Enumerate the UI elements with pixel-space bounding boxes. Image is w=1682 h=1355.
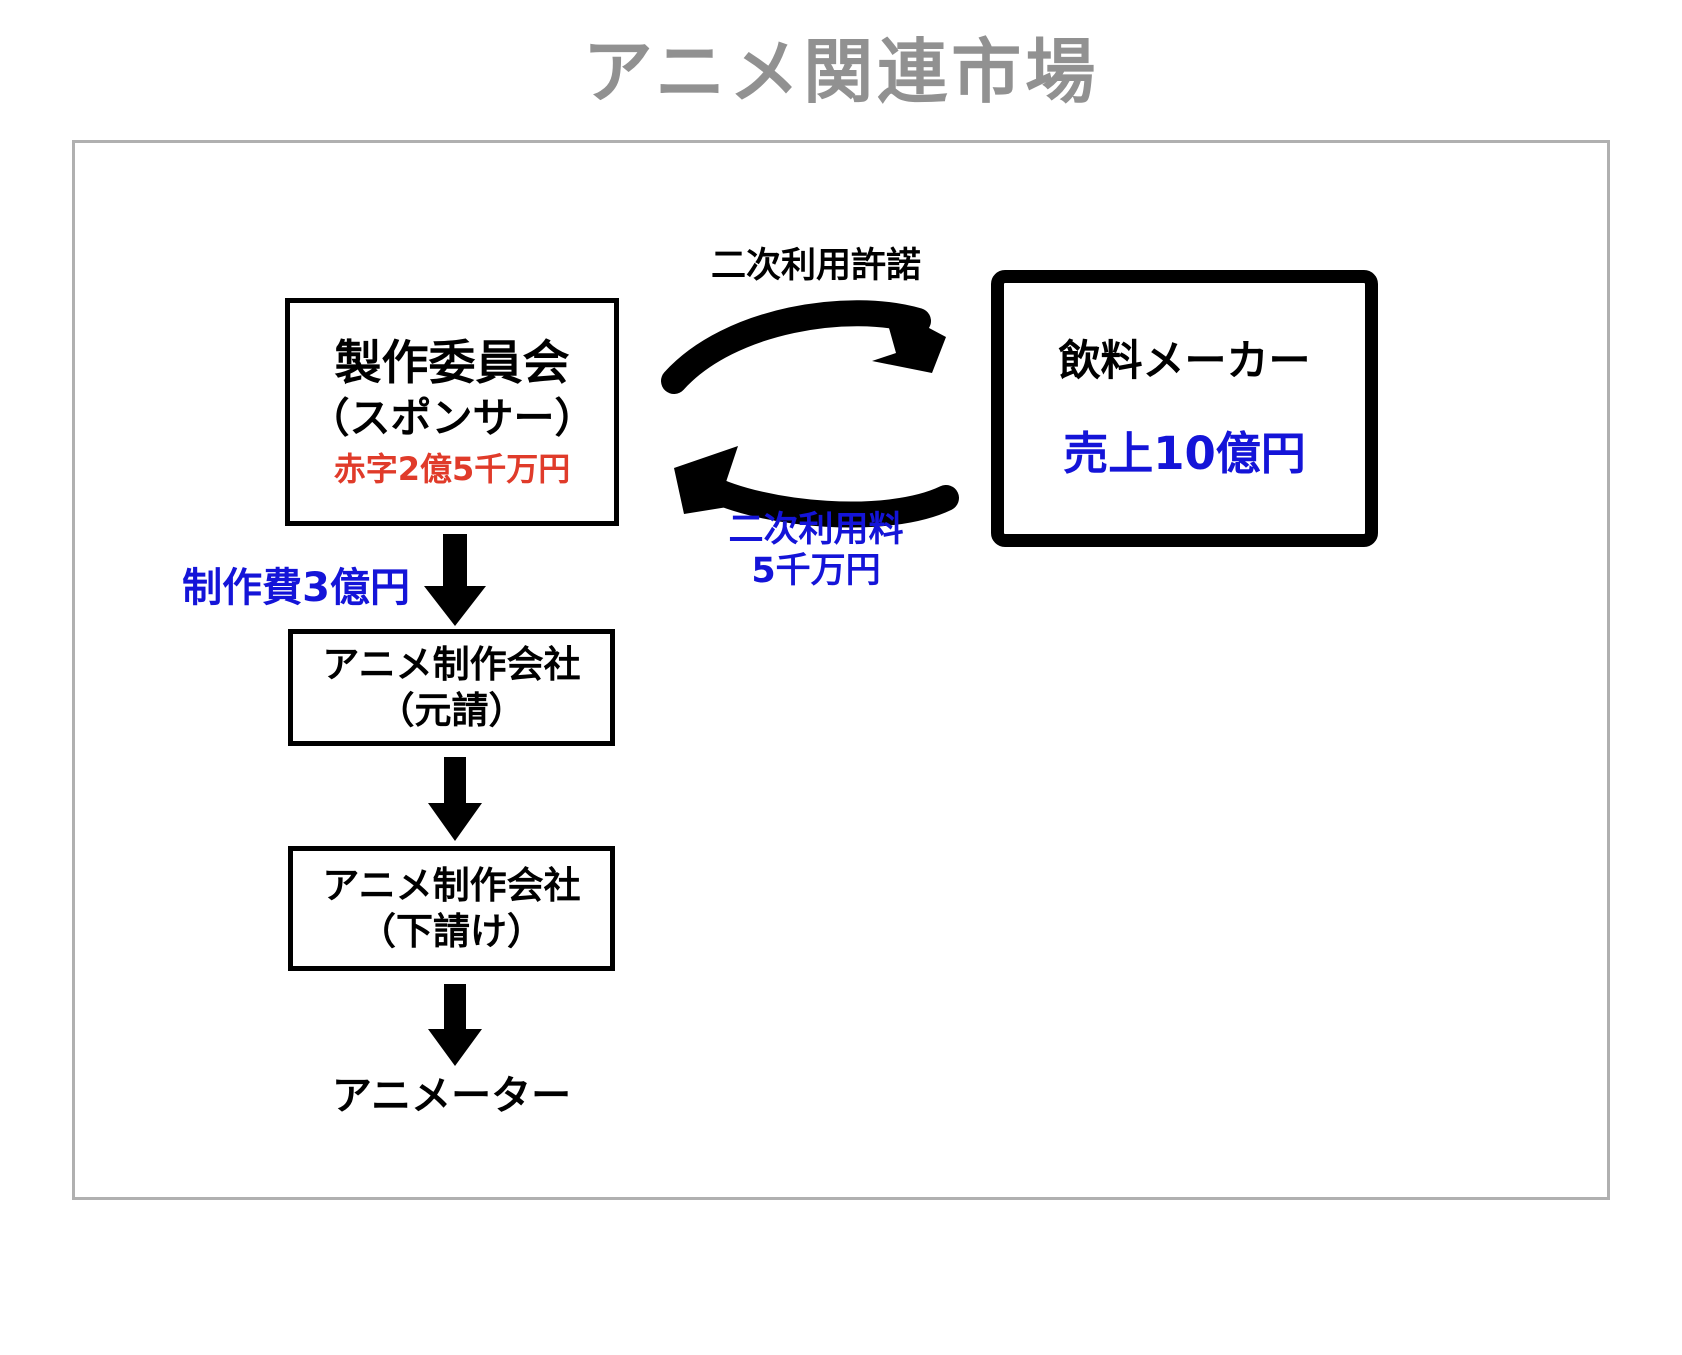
- node-animator: アニメーター: [288, 1063, 615, 1121]
- edge-label-royalty: 二次利用料 5千万円: [636, 510, 996, 593]
- animator-label: アニメーター: [331, 1073, 572, 1119]
- arrow-curved-left-icon-royalty: [674, 446, 959, 528]
- edge-label-production-cost: 制作費3億円: [182, 565, 410, 611]
- beverage-revenue: 売上10億円: [1063, 426, 1306, 480]
- node-sub-studio[interactable]: アニメ制作会社 （下請け）: [288, 846, 615, 971]
- arrow-curved-right-icon-license: [661, 300, 946, 394]
- edge-label-license: 二次利用許諾: [710, 246, 921, 286]
- page-title: アニメ関連市場: [582, 31, 1100, 113]
- committee-name: 製作委員会: [334, 336, 570, 392]
- edge-label-royalty-line1: 二次利用料: [728, 510, 904, 550]
- arrow-down-icon-committee-to-prime: [424, 534, 486, 626]
- beverage-name: 飲料メーカー: [1058, 336, 1311, 386]
- sub-studio-role: （下請け）: [359, 909, 544, 953]
- prime-studio-name: アニメ制作会社: [322, 643, 581, 687]
- committee-deficit: 赤字2億5千万円: [333, 450, 571, 489]
- arrow-down-icon-prime-to-sub: [428, 757, 482, 841]
- node-beverage-maker[interactable]: 飲料メーカー 売上10億円: [991, 270, 1378, 547]
- committee-role: （スポンサー）: [308, 393, 596, 442]
- edge-label-royalty-line2: 5千万円: [751, 551, 881, 592]
- node-prime-studio[interactable]: アニメ制作会社 （元請）: [288, 629, 615, 746]
- arrow-down-icon-sub-to-animator: [428, 984, 482, 1066]
- sub-studio-name: アニメ制作会社: [322, 864, 581, 908]
- prime-studio-role: （元請）: [377, 688, 526, 732]
- node-production-committee[interactable]: 製作委員会 （スポンサー） 赤字2億5千万円: [285, 298, 619, 526]
